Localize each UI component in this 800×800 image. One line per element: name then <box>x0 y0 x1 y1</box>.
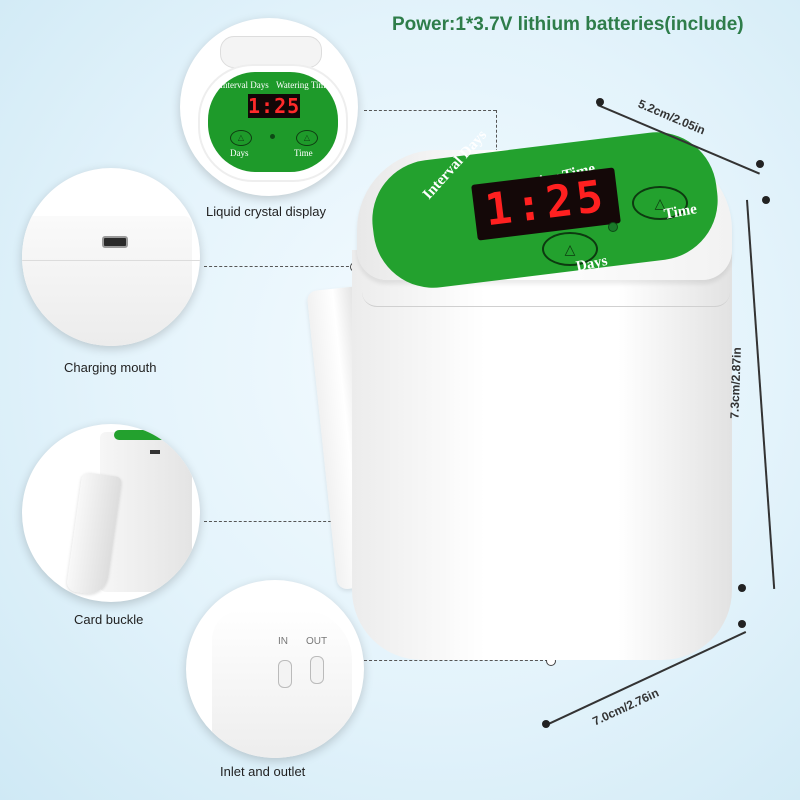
dim-top-label: 5.2cm/2.05in <box>636 96 708 138</box>
dim-end-height-bottom <box>738 584 746 592</box>
out-label: OUT <box>306 636 328 647</box>
inlet-detail-circle: IN OUT <box>186 580 364 758</box>
caption-buckle: Card buckle <box>74 612 144 627</box>
leader-charging <box>204 266 354 267</box>
mini-time-label: Time <box>294 148 313 158</box>
caption-inlet: Inlet and outlet <box>220 764 306 779</box>
leader-inlet <box>364 660 548 661</box>
triangle-up-icon: △ <box>296 130 318 146</box>
mini-green-panel: Interval Days Watering Time 1:25 △ △ Day… <box>208 72 338 172</box>
status-led <box>608 222 618 232</box>
mini-led <box>270 134 275 139</box>
dim-line-height <box>746 199 776 590</box>
outlet-port <box>310 656 324 684</box>
leader-lcd-drop <box>496 110 497 182</box>
dim-end-top-left <box>596 98 604 106</box>
charging-detail-circle <box>22 168 200 346</box>
triangle-up-icon: △ <box>230 130 252 146</box>
dim-end-bottom-right <box>738 620 746 628</box>
dim-end-top-right <box>756 160 764 168</box>
device-body <box>352 250 732 660</box>
caption-lcd: Liquid crystal display <box>206 204 326 219</box>
dim-end-height-top <box>762 196 770 204</box>
usb-port-icon <box>150 450 160 454</box>
dim-bottom-label: 7.0cm/2.76in <box>590 685 662 729</box>
mini-lcd-digits: 1:25 <box>248 94 301 118</box>
leader-buckle <box>204 521 346 522</box>
leader-lcd <box>364 110 496 111</box>
headline: Power:1*3.7V lithium batteries(include) <box>392 14 744 35</box>
dim-height-label: 7.3cm/2.87in <box>727 347 744 419</box>
mini-interval-label: Interval Days <box>220 80 269 90</box>
mini-days-label: Days <box>230 148 249 158</box>
usb-port-icon <box>102 236 128 248</box>
inlet-port <box>278 660 292 688</box>
triangle-up-icon: △ <box>542 232 598 266</box>
in-label: IN <box>278 636 288 647</box>
buckle-green-edge <box>114 430 174 440</box>
mini-watering-label: Watering Time <box>276 80 330 90</box>
caption-charging: Charging mouth <box>64 360 157 375</box>
dim-end-bottom-left <box>542 720 550 728</box>
lcd-detail-circle: Interval Days Watering Time 1:25 △ △ Day… <box>180 18 358 196</box>
triangle-up-icon: △ <box>632 186 688 220</box>
buckle-detail-circle <box>22 424 200 602</box>
lid-seam <box>362 292 730 307</box>
